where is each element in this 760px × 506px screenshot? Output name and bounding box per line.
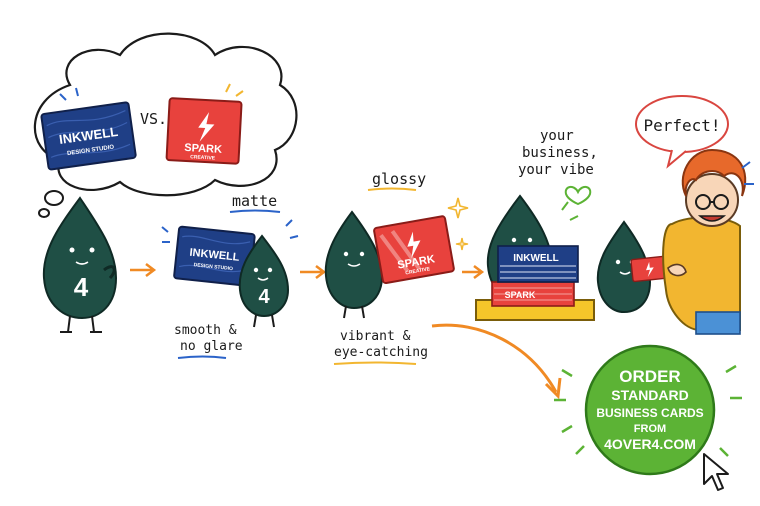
spark-card-thought: SPARK CREATIVE	[165, 97, 243, 165]
accent-strokes	[161, 226, 170, 243]
cta-line-2: STANDARD	[611, 387, 689, 403]
cursor-arrow-icon	[703, 453, 729, 491]
customer-person	[662, 148, 747, 335]
mascot-thinking: 4	[42, 196, 118, 333]
perfect-label: Perfect!	[643, 116, 720, 135]
accent-strokes	[285, 219, 299, 239]
glossy-label: glossy	[372, 170, 426, 188]
mascot-glossy	[324, 210, 384, 319]
vibrant-label-2: eye-catching	[334, 345, 428, 360]
mascot-number: 4	[258, 286, 270, 308]
underline	[229, 209, 281, 213]
order-cta-button[interactable]: ORDER STANDARD BUSINESS CARDS FROM 4OVER…	[584, 344, 716, 476]
vibe-label-1: your	[540, 128, 574, 144]
arrow-icon	[300, 265, 327, 279]
arrow-icon	[130, 263, 157, 277]
curly-hair	[681, 148, 747, 197]
inkwell-card-name: INKWELL	[189, 247, 240, 264]
speech-bubble-icon	[635, 95, 729, 169]
underline	[177, 355, 227, 359]
smooth-label-2: no glare	[180, 339, 243, 354]
vibe-label-2: business,	[522, 145, 598, 161]
inkwell-card-thought: INKWELL DESIGN STUDIO	[40, 101, 137, 171]
arrow-icon	[431, 323, 558, 393]
cta-line-1: ORDER	[619, 367, 680, 386]
underline	[333, 361, 417, 365]
spark-card-name: SPARK	[184, 142, 222, 156]
accent-strokes	[225, 83, 244, 97]
vibrant-label-1: vibrant &	[340, 329, 411, 344]
cta-line-3: BUSINESS CARDS	[596, 406, 703, 420]
spark-card-handed	[630, 255, 668, 283]
vibe-label-3: your vibe	[518, 162, 594, 178]
arrow-icon	[462, 265, 485, 279]
lightning-bolt-icon	[407, 231, 421, 259]
smooth-label-1: smooth &	[174, 323, 237, 338]
inkwell-card-sub: DESIGN STUDIO	[193, 262, 233, 272]
underline	[367, 187, 417, 191]
inkwell-card-matte: INKWELL DESIGN STUDIO	[173, 225, 256, 287]
spark-card-sub: CREATIVE	[405, 266, 431, 276]
cta-line-5: 4OVER4.COM	[604, 436, 696, 452]
spark-card-name: SPARK	[505, 290, 536, 300]
cta-line-4: FROM	[634, 423, 666, 435]
vs-label: VS.	[140, 110, 167, 128]
mascot-number: 4	[74, 272, 89, 302]
heart-icon	[564, 186, 592, 206]
lightning-bolt-icon	[198, 112, 215, 142]
accent-strokes	[741, 161, 754, 185]
accent-strokes	[554, 364, 742, 457]
matte-label: matte	[232, 192, 277, 210]
accent-strokes	[561, 201, 579, 221]
business-card-stack: SPARK INKWELL	[475, 245, 595, 321]
accent-strokes	[59, 87, 79, 101]
spark-card-sub: CREATIVE	[190, 154, 216, 161]
mascot-matte: 4	[238, 234, 290, 328]
stack-card-label: INKWELL	[513, 253, 559, 264]
lightning-bolt-icon	[646, 261, 654, 278]
sparkle-icon	[447, 197, 469, 219]
sparkle-icon	[455, 237, 469, 251]
spark-card-glossy: SPARK CREATIVE	[373, 215, 455, 285]
